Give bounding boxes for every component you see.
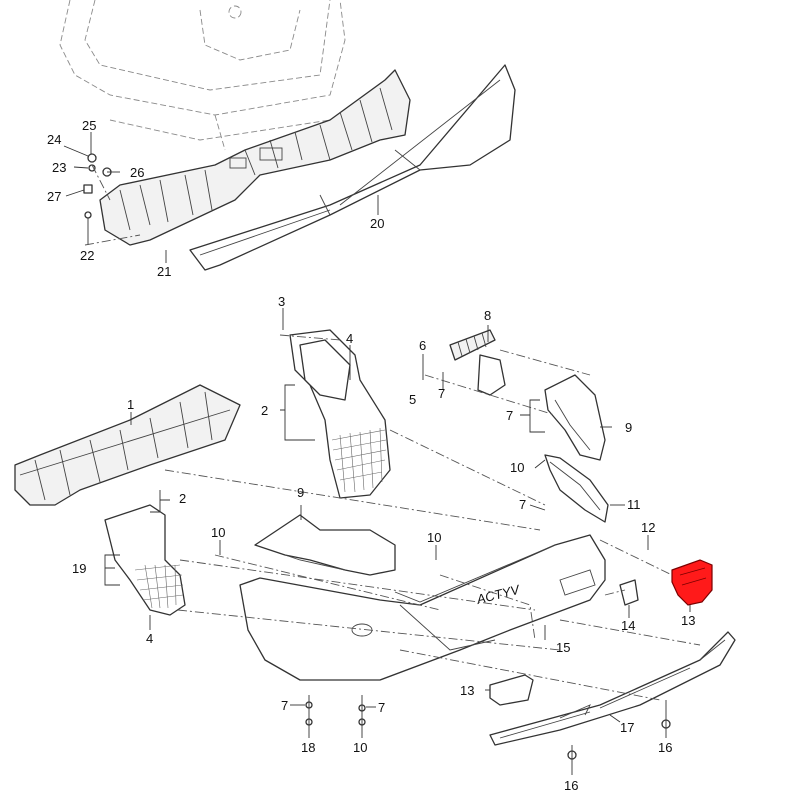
label-5: 5 bbox=[409, 392, 416, 407]
splash-shield-mesh bbox=[331, 427, 387, 493]
label-25: 25 bbox=[82, 118, 96, 133]
label-3: 3 bbox=[278, 294, 285, 309]
label-2-upper: 2 bbox=[261, 403, 268, 418]
label-23: 23 bbox=[52, 160, 66, 175]
part-9-side-garnish-right bbox=[544, 374, 606, 461]
label-7-bottom-left: 7 bbox=[281, 698, 288, 713]
part-8-side-bracket bbox=[449, 329, 506, 396]
label-7-right: 7 bbox=[506, 408, 513, 423]
part-21-upper-bumper-absorber bbox=[99, 69, 411, 246]
label-11: 11 bbox=[627, 497, 641, 512]
label-1: 1 bbox=[127, 397, 134, 412]
label-18: 18 bbox=[301, 740, 315, 755]
part-13-rear-reflector-highlighted bbox=[671, 559, 713, 606]
callout-labels: 25 24 23 26 27 22 21 20 3 4 8 6 5 7 1 2 … bbox=[47, 118, 695, 793]
part-1-lower-absorber bbox=[14, 384, 241, 506]
label-20: 20 bbox=[370, 216, 384, 231]
label-22: 22 bbox=[80, 248, 94, 263]
part-9-center-spoiler bbox=[254, 514, 396, 576]
vehicle-rear-outline bbox=[59, 0, 346, 151]
label-10-center: 10 bbox=[427, 530, 441, 545]
label-16-bottom: 16 bbox=[564, 778, 578, 793]
label-19: 19 bbox=[72, 561, 86, 576]
label-4-upper: 4 bbox=[346, 331, 353, 346]
label-8: 8 bbox=[484, 308, 491, 323]
label-10-bottom: 10 bbox=[353, 740, 367, 755]
leader-lines bbox=[63, 132, 691, 723]
label-2-lower: 2 bbox=[179, 491, 186, 506]
label-16-right: 16 bbox=[658, 740, 672, 755]
bottom-fasteners bbox=[305, 695, 671, 775]
label-13-highlighted: 13 bbox=[681, 613, 695, 628]
label-9-right: 9 bbox=[625, 420, 632, 435]
label-6: 6 bbox=[419, 338, 426, 353]
part-4-upper-splash-shield bbox=[289, 329, 391, 499]
label-7-mid: 7 bbox=[519, 497, 526, 512]
assembly-dash-lines bbox=[84, 234, 701, 701]
part-11-side-bumper-bracket bbox=[544, 454, 609, 523]
label-15: 15 bbox=[556, 640, 570, 655]
label-10-left: 10 bbox=[211, 525, 225, 540]
label-21: 21 bbox=[157, 264, 171, 279]
label-26: 26 bbox=[130, 165, 144, 180]
part-20-energy-absorber bbox=[189, 64, 516, 271]
bumper-cover: ACTYV bbox=[239, 534, 606, 681]
label-14: 14 bbox=[621, 618, 635, 633]
label-17: 17 bbox=[620, 720, 634, 735]
label-13-lower: 13 bbox=[460, 683, 474, 698]
part-14-clip bbox=[619, 579, 639, 606]
label-10-upper: 10 bbox=[510, 460, 524, 475]
fastener-group-22-27 bbox=[83, 153, 112, 245]
label-4-lower: 4 bbox=[146, 631, 153, 646]
part-4-lower-splash-shield bbox=[104, 504, 186, 616]
part-17-lower-diffuser bbox=[489, 631, 736, 746]
label-24: 24 bbox=[47, 132, 61, 147]
label-7-top: 7 bbox=[438, 386, 445, 401]
label-7-bottom-mid: 7 bbox=[378, 700, 385, 715]
label-27: 27 bbox=[47, 189, 61, 204]
label-9-center: 9 bbox=[297, 485, 304, 500]
part-13-lower-reflector bbox=[489, 674, 534, 706]
lower-shield-mesh bbox=[134, 564, 184, 609]
label-12: 12 bbox=[641, 520, 655, 535]
